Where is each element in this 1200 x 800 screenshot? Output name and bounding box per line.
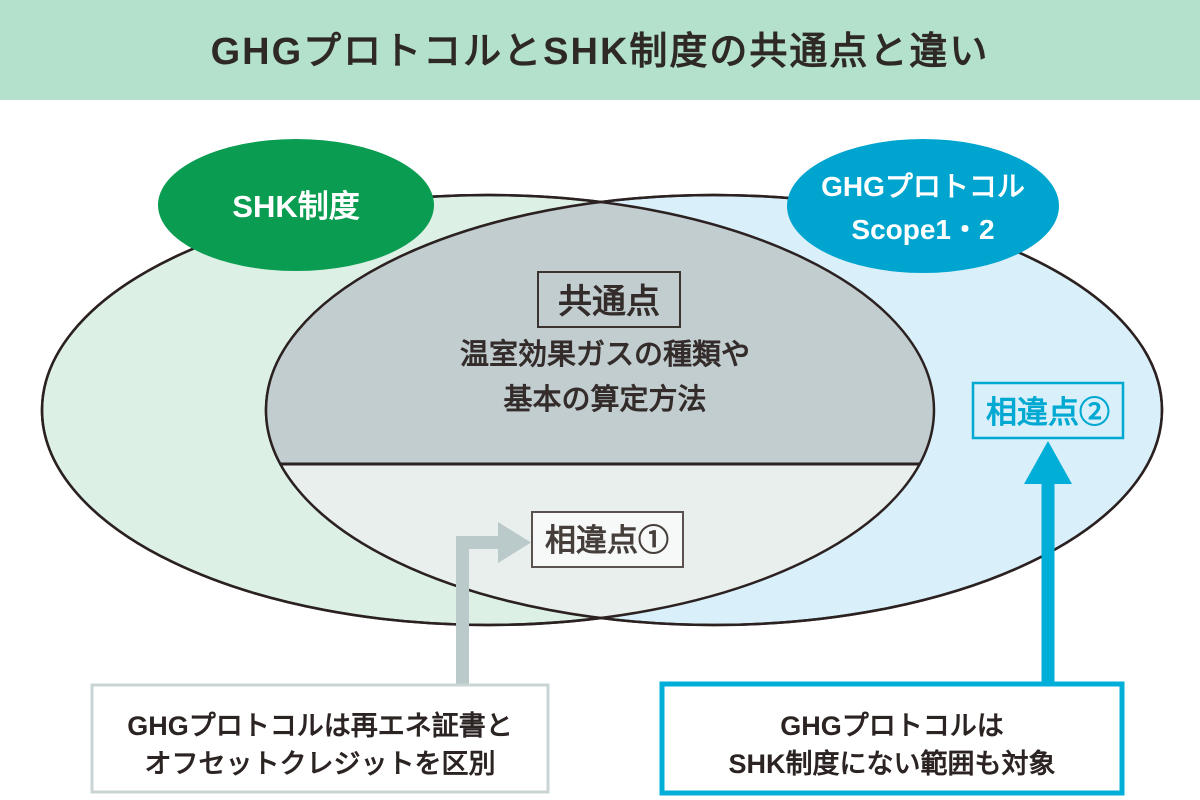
note2-line2: SHK制度にない範囲も対象: [728, 748, 1055, 779]
arrow-to-difference2-head: [1024, 441, 1072, 484]
title-bar: [0, 0, 1200, 100]
difference1-label: 相違点①: [545, 523, 669, 558]
note2-box: [659, 681, 1125, 796]
difference2-label: 相違点②: [986, 395, 1110, 430]
difference1-box: [531, 511, 684, 568]
venn-right-ellipse-outline: [264, 193, 1164, 627]
common-description-line2: 基本の算定方法: [503, 382, 706, 416]
page-title: GHGプロトコルとSHK制度の共通点と違い: [211, 31, 990, 73]
venn-left-ellipse-outline: [40, 193, 936, 627]
arrow-to-difference1: [456, 536, 499, 688]
shk-badge: [158, 139, 434, 271]
common-heading-label: 共通点: [558, 283, 660, 321]
shk-badge-label: SHK制度: [232, 189, 359, 224]
common-heading-box: [537, 271, 681, 328]
note1-line2: オフセットクレジットを区別: [145, 749, 496, 779]
ghg-badge-label-line2: Scope1・2: [851, 214, 994, 245]
note1-line1: GHGプロトコルは再エネ証書と: [127, 710, 513, 741]
note2-line1: GHGプロトコルは: [780, 711, 1004, 741]
difference2-box: [971, 381, 1125, 440]
arrow-to-difference1-head: [498, 522, 531, 563]
common-description-line1: 温室効果ガスの種類や: [460, 337, 750, 371]
ghg-badge-label-line1: GHGプロトコル: [821, 171, 1025, 202]
note1-box: [90, 683, 550, 794]
ghg-badge: [787, 139, 1059, 273]
